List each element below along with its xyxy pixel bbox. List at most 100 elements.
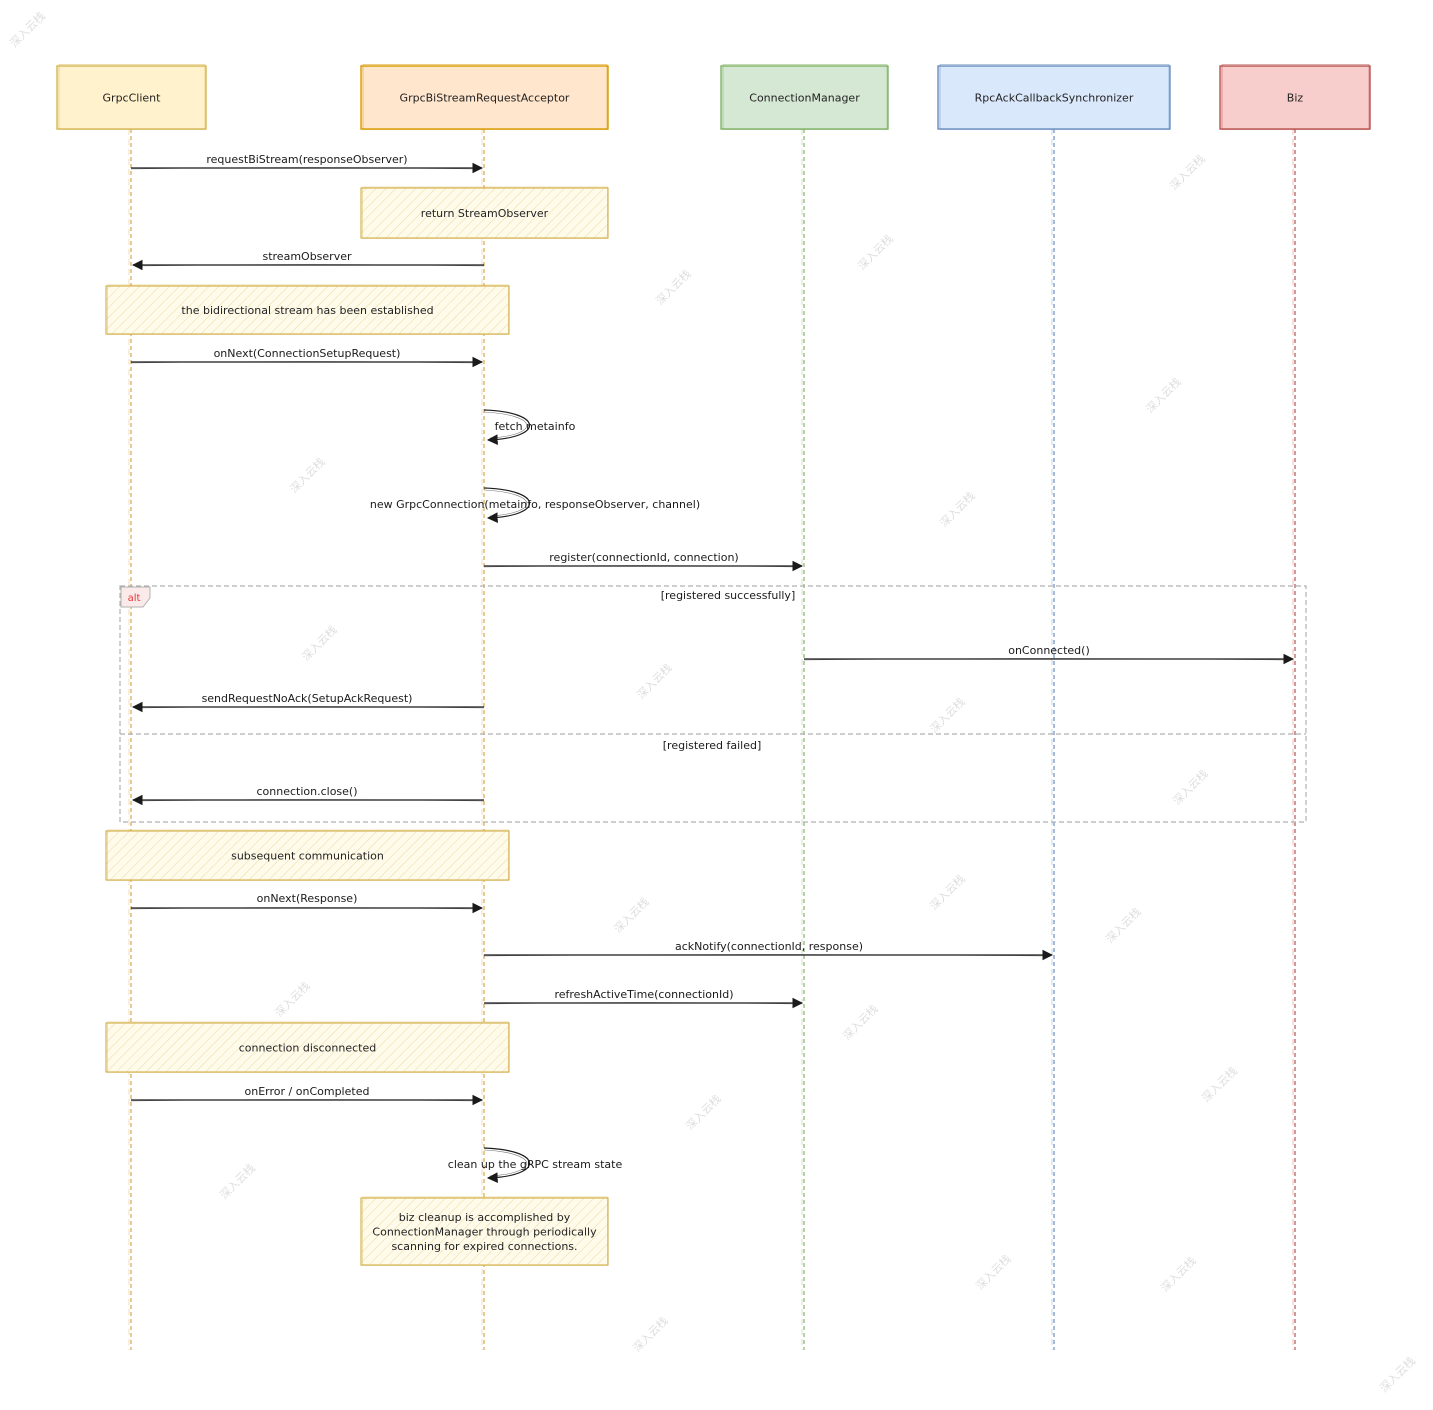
message-7: sendRequestNoAck(SetupAckRequest) <box>131 692 485 713</box>
note-border-sketch <box>107 284 509 335</box>
watermark-text: 深入云栈 <box>683 1092 724 1133</box>
note-text: connection disconnected <box>239 1042 376 1055</box>
self-arrow-sketch <box>483 411 528 439</box>
participant-box <box>720 65 889 130</box>
message-label: fetch metainfo <box>495 420 576 433</box>
note-1: the bidirectional stream has been establ… <box>105 284 510 335</box>
alt-guard-failed: [registered failed] <box>663 739 761 752</box>
message-12: onError / onCompleted <box>130 1085 484 1106</box>
watermark-text: 深入云栈 <box>299 623 340 664</box>
note-border <box>105 830 510 881</box>
message-9: onNext(Response) <box>130 892 484 914</box>
message-arrow-sketch <box>130 1099 477 1102</box>
participant-client: GrpcClient <box>56 64 207 130</box>
watermark-text: 深入云栈 <box>1377 1354 1418 1395</box>
message-arrow-sketch <box>138 706 485 709</box>
message-10: ackNotify(connectionId, response) <box>483 940 1054 961</box>
message-1: streamObserver <box>131 250 485 271</box>
participants: GrpcClient GrpcBiStreamRequestAcceptor Con… <box>56 64 1371 130</box>
message-arrow-sketch <box>803 658 1288 661</box>
watermark-text: 深入云栈 <box>272 979 313 1020</box>
note-border <box>105 285 510 335</box>
watermark-text: 深入云栈 <box>634 661 675 702</box>
participant-box <box>56 65 207 130</box>
participant-box <box>937 65 1171 130</box>
note-3: connection disconnected <box>105 1021 510 1073</box>
participant-box-sketch <box>939 64 1170 130</box>
participant-label: GrpcBiStreamRequestAcceptor <box>400 92 570 105</box>
self-arrow <box>483 487 531 524</box>
note-2: subsequent communication <box>105 829 510 881</box>
notes: return StreamObserver the bidirectional s… <box>105 186 609 1266</box>
participant-label: RpcAckCallbackSynchronizer <box>975 92 1134 105</box>
participant-box-sketch <box>362 64 608 130</box>
self-arrow <box>483 409 531 446</box>
watermark-text: 深入云栈 <box>973 1252 1014 1293</box>
note-text: subsequent communication <box>231 850 384 863</box>
message-label: onConnected() <box>1008 644 1090 657</box>
watermark-text: 深入云栈 <box>937 489 978 530</box>
watermark-text: 深入云栈 <box>1158 1254 1199 1295</box>
note-text: return StreamObserver <box>421 207 549 220</box>
participant-box-sketch <box>722 64 888 130</box>
message-arrow-sketch <box>483 954 1047 957</box>
message-arrow-sketch <box>130 167 477 170</box>
participant-box <box>360 65 609 130</box>
note-border-sketch <box>107 1021 509 1073</box>
self-arrow <box>483 1147 531 1184</box>
note-text: the bidirectional stream has been establ… <box>181 304 433 317</box>
watermark-text: 深入云栈 <box>1170 767 1211 808</box>
watermark-text: 深入云栈 <box>611 895 652 936</box>
watermark-text: 深入云栈 <box>653 267 694 308</box>
message-arrow-sketch <box>483 1002 797 1005</box>
message-8: connection.close() <box>131 785 485 806</box>
message-3: fetch metainfo <box>483 409 576 446</box>
note-0: return StreamObserver <box>360 186 609 239</box>
message-arrow-sketch <box>483 565 797 568</box>
message-4: new GrpcConnection(metainfo, responseObs… <box>370 487 700 524</box>
participant-label: Biz <box>1287 92 1304 105</box>
watermark-text: 深入云栈 <box>630 1314 671 1355</box>
message-label: sendRequestNoAck(SetupAckRequest) <box>202 692 413 705</box>
message-label: clean up the gRPC stream state <box>448 1158 623 1171</box>
watermark-text: 深入云栈 <box>1167 152 1208 193</box>
participant-label: GrpcClient <box>103 92 162 105</box>
message-11: refreshActiveTime(connectionId) <box>483 988 804 1009</box>
watermark-text: 深入云栈 <box>7 9 48 50</box>
note-border <box>360 187 609 239</box>
message-arrow-sketch <box>130 361 477 364</box>
message-label: refreshActiveTime(connectionId) <box>554 988 733 1001</box>
message-label: connection.close() <box>256 785 357 798</box>
watermark-text: 深入云栈 <box>840 1002 881 1043</box>
watermark-text: 深入云栈 <box>1199 1064 1240 1105</box>
participant-sync: RpcAckCallbackSynchronizer <box>937 64 1171 130</box>
participant-box-sketch <box>1221 64 1370 130</box>
message-label: onNext(Response) <box>257 892 358 905</box>
message-label: onError / onCompleted <box>245 1085 370 1098</box>
message-label: onNext(ConnectionSetupRequest) <box>214 347 401 360</box>
message-label: requestBiStream(responseObserver) <box>206 153 407 166</box>
participant-box <box>1219 65 1371 130</box>
message-6: onConnected() <box>803 644 1295 665</box>
watermark-text: 深入云栈 <box>855 232 896 273</box>
note-text: ConnectionManager through periodically <box>372 1226 597 1239</box>
alt-frame: alt [registered successfully] [registere… <box>119 585 1307 823</box>
participant-biz: Biz <box>1219 64 1371 130</box>
message-label: ackNotify(connectionId, response) <box>675 940 863 953</box>
alt-tag-label: alt <box>128 593 141 604</box>
watermark-text: 深入云栈 <box>927 872 968 913</box>
note-border <box>360 1197 609 1266</box>
participant-manager: ConnectionManager <box>720 64 889 130</box>
self-arrow-sketch <box>483 489 528 517</box>
message-arrow-sketch <box>130 907 477 910</box>
note-text: scanning for expired connections. <box>391 1240 577 1253</box>
messages: requestBiStream(responseObserver) streamO… <box>130 153 1295 1184</box>
note-border-sketch <box>362 186 608 239</box>
watermark-text: 深入云栈 <box>217 1161 258 1202</box>
participant-acceptor: GrpcBiStreamRequestAcceptor <box>360 64 609 130</box>
message-13: clean up the gRPC stream state <box>448 1147 623 1184</box>
message-label: streamObserver <box>262 250 351 263</box>
note-border-sketch <box>107 829 509 881</box>
message-arrow-sketch <box>138 799 485 802</box>
